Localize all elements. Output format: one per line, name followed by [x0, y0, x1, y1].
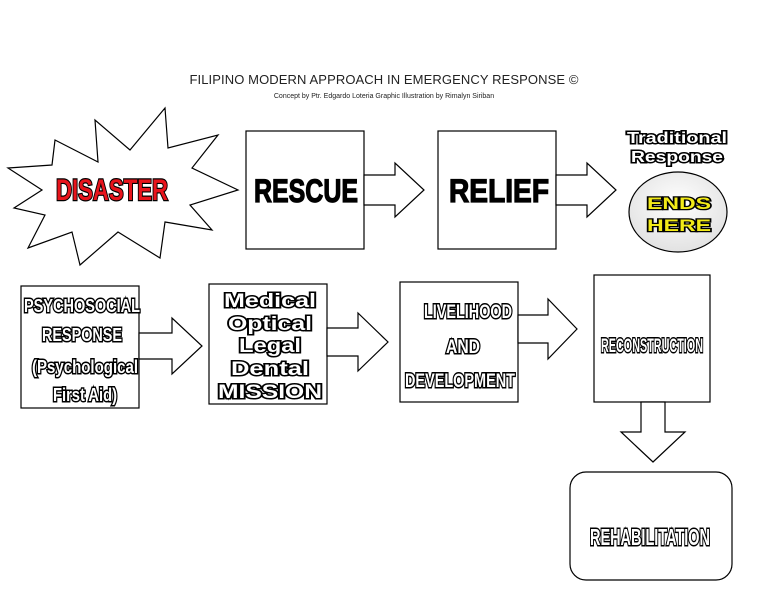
traditional-label-line1: Traditional — [627, 130, 727, 147]
medical-node: Medical Optical Legal Dental MISSION — [208, 283, 328, 405]
livelihood-line1: LIVELIHOOD — [424, 302, 512, 323]
arrow-medical-to-livelihood — [326, 311, 389, 373]
rehabilitation-box — [569, 471, 733, 581]
arrow-reconstruction-to-rehabilitation — [619, 401, 687, 463]
starburst-shape — [6, 106, 240, 267]
ends-here-line1: ENDS — [647, 194, 711, 213]
arrow-psychosocial-to-medical — [138, 316, 203, 376]
medical-line2: Optical — [228, 314, 312, 335]
reconstruction-node: RECONSTRUCTION — [593, 274, 711, 403]
psychosocial-box — [20, 285, 140, 409]
traditional-response: Traditional Response — [626, 129, 729, 168]
relief-box — [437, 130, 557, 250]
psychosocial-line1: PSYCHOSOCIAL — [24, 296, 140, 316]
traditional-label-line2: Response — [631, 149, 723, 166]
medical-line1: Medical — [224, 291, 316, 312]
medical-line3: Legal — [239, 336, 301, 357]
psychosocial-line4: First Aid) — [53, 385, 117, 405]
ends-here-line2: HERE — [647, 216, 711, 235]
rescue-label: RESCUE — [254, 173, 358, 209]
psychosocial-line2: RESPONSE — [42, 325, 122, 345]
diagram-subtitle: Concept by Ptr. Edgardo Loteria Graphic … — [273, 93, 495, 100]
livelihood-box — [399, 281, 519, 403]
medical-box — [208, 283, 328, 405]
ends-here-circle — [628, 171, 728, 253]
rehabilitation-node: REHABILITATION — [569, 471, 733, 581]
arrow-livelihood-to-reconstruction — [517, 297, 578, 361]
diagram-title: FILIPINO MODERN APPROACH IN EMERGENCY RE… — [189, 72, 579, 87]
relief-label: RELIEF — [449, 173, 549, 209]
disaster-label: DISASTER — [56, 174, 168, 207]
psychosocial-line3: (Psychological — [32, 357, 138, 377]
livelihood-line2: AND — [446, 337, 480, 358]
reconstruction-box — [593, 274, 711, 403]
arrow-rescue-to-relief — [363, 161, 425, 219]
medical-line5: MISSION — [218, 382, 322, 403]
livelihood-node: LIVELIHOOD AND DEVELOPMENT — [399, 281, 519, 403]
ends-here-node: ENDS HERE — [628, 171, 728, 253]
psychosocial-node: PSYCHOSOCIAL RESPONSE (Psychological Fir… — [20, 285, 142, 409]
disaster-node: DISASTER — [6, 106, 240, 267]
medical-line4: Dental — [231, 359, 309, 380]
rescue-node: RESCUE — [245, 130, 365, 250]
relief-node: RELIEF — [437, 130, 557, 250]
reconstruction-label: RECONSTRUCTION — [601, 336, 703, 357]
livelihood-line3: DEVELOPMENT — [405, 371, 515, 392]
rehabilitation-label: REHABILITATION — [590, 524, 710, 550]
rescue-box — [245, 130, 365, 250]
arrow-relief-to-traditional — [555, 161, 617, 219]
